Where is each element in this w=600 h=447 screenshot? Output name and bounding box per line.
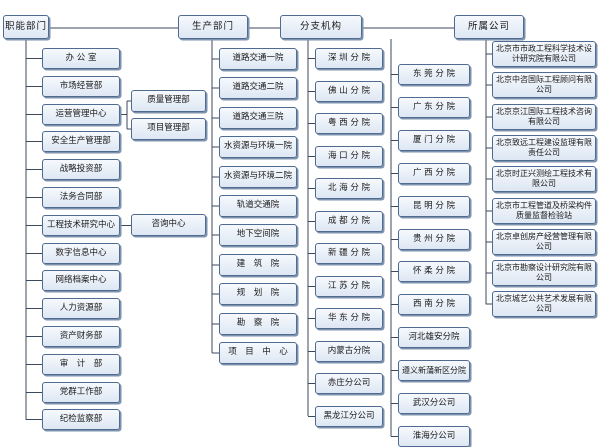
functional-dept-box: 安全生产管理部 — [42, 131, 120, 152]
functional-dept-box: 战略投资部 — [42, 159, 120, 180]
branch-office-box: 华 东 分 院 — [315, 308, 383, 329]
branch-office-box: 广 西 分 院 — [398, 163, 470, 184]
branch-office-box: 佛 山 分 院 — [315, 81, 383, 102]
functional-dept-box: 审 计 部 — [42, 354, 120, 375]
functional-dept-box: 网络档案中心 — [42, 270, 120, 291]
functional-dept-box: 法务合同部 — [42, 187, 120, 208]
branch-office-box: 海 口 分 院 — [315, 146, 383, 167]
production-dept-box: 道路交通二院 — [219, 77, 297, 99]
consulting-center-box: 咨询中心 — [131, 214, 206, 236]
functional-dept-box: 市场经营部 — [42, 76, 120, 97]
functional-dept-box: 数字信息中心 — [42, 243, 120, 264]
affiliated-company-box: 北京市市政工程科学技术设计研究院有限公司 — [492, 41, 596, 67]
branch-office-box: 北 海 分 院 — [315, 178, 383, 199]
functional-dept-box: 办 公 室 — [42, 48, 120, 69]
quality-management-dept-box: 质量管理部 — [131, 90, 206, 112]
branch-office-box: 河北雄安分院 — [398, 327, 470, 348]
header-functional-departments: 职能部门 — [3, 15, 49, 39]
affiliated-company-box: 北京致远工程建设监理有限责任公司 — [492, 135, 596, 161]
branch-office-box: 武汉分公司 — [398, 393, 470, 414]
header-branch-offices: 分支机构 — [280, 15, 362, 39]
production-dept-box: 水资源与环境一院 — [219, 136, 297, 158]
project-management-dept-box: 项目管理部 — [131, 118, 206, 140]
functional-dept-box: 纪检监察部 — [42, 409, 120, 430]
production-dept-box: 道路交通一院 — [219, 48, 297, 70]
branch-office-box: 东 莞 分 院 — [398, 64, 470, 85]
branch-office-box: 深 圳 分 院 — [315, 48, 383, 69]
branch-office-box: 厦 门 分 院 — [398, 130, 470, 151]
functional-dept-box: 资产财务部 — [42, 326, 120, 347]
header-production-departments: 生产部门 — [178, 15, 248, 39]
branch-office-box: 贵 州 分 院 — [398, 229, 470, 250]
affiliated-company-box: 北京时正兴测绘工程技术有限公司 — [492, 166, 596, 192]
affiliated-company-box: 北京中咨国际工程顾问有限公司 — [492, 72, 596, 98]
branch-office-box: 昆 明 分 院 — [398, 196, 470, 217]
branch-office-box: 粤 西 分 院 — [315, 113, 383, 134]
branch-office-box: 江 苏 分 院 — [315, 276, 383, 297]
production-dept-box: 轨道交通院 — [219, 195, 297, 217]
functional-dept-box: 人力资源部 — [42, 298, 120, 319]
production-dept-box: 地下空间院 — [219, 224, 297, 246]
branch-office-box: 内蒙古分院 — [315, 341, 383, 362]
production-dept-box: 道路交通三院 — [219, 107, 297, 129]
affiliated-company-box: 北京市工程管道及桥梁构件质量监督检验站 — [492, 198, 596, 224]
functional-dept-box: 党群工作部 — [42, 382, 120, 403]
branch-office-box: 成 都 分 院 — [315, 211, 383, 232]
branch-office-box: 遵义新蒲新区分院 — [398, 360, 470, 381]
affiliated-company-box: 北京城艺公共艺术发展有限公司 — [492, 291, 596, 317]
branch-office-box: 广 东 分 院 — [398, 97, 470, 118]
branch-office-box: 赤庄分公司 — [315, 373, 383, 394]
affiliated-company-box: 北京市勘察设计研究院有限公司 — [492, 260, 596, 286]
production-dept-box: 水资源与环境二院 — [219, 166, 297, 188]
header-affiliated-companies: 所属公司 — [454, 15, 524, 39]
branch-office-box: 西 南 分 院 — [398, 294, 470, 315]
functional-dept-box: 工程技术研究中心 — [42, 215, 120, 236]
branch-office-box: 怀 柔 分 院 — [398, 261, 470, 282]
branch-office-box: 黑龙江分公司 — [315, 406, 383, 427]
functional-dept-box: 运营管理中心 — [42, 104, 120, 125]
production-dept-box: 规 划 院 — [219, 283, 297, 305]
affiliated-company-box: 北京京江国际工程技术咨询有限公司 — [492, 104, 596, 130]
branch-office-box: 新 疆 分 院 — [315, 243, 383, 264]
production-dept-box: 建 筑 院 — [219, 254, 297, 276]
production-dept-box: 勘 察 院 — [219, 313, 297, 335]
affiliated-company-box: 北京卓创房产经营管理有限公司 — [492, 229, 596, 255]
production-dept-box: 项 目 中 心 — [219, 342, 297, 364]
